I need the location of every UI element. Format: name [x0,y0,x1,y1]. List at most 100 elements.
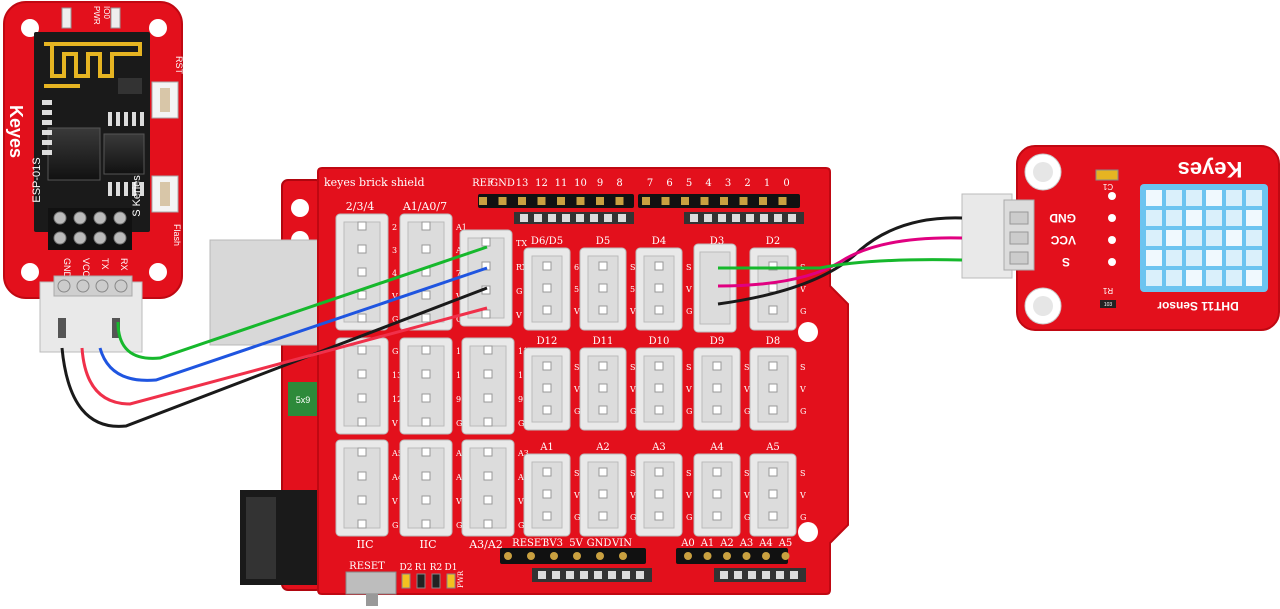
row3-label-0: A1 [539,442,554,453]
dht11-module: Keyes DHT11 Sensor C1 R1 103 GND VCC S [961,145,1280,331]
row2-label-1: D11 [593,336,614,347]
dht-grid-cell [1206,250,1222,266]
pin-hole [704,214,712,222]
pin-hole [720,197,728,205]
smd-part [108,112,112,126]
pin-hole [723,552,731,560]
conn-r2-c3-pin-2: G [744,513,750,522]
wire-black-gnd [60,286,488,428]
esp-header-pin [113,231,127,245]
bottom-left-label-3: GND [587,538,612,549]
pin-hole [734,571,742,579]
conn-r1-c0-pin-0: S [574,363,579,372]
dht-grid-cell [1146,190,1162,206]
conn-r0-c2-pin-1: V [685,285,692,294]
pin-hole [557,197,565,205]
top-right-label-6: 1 [764,178,770,189]
esp-pin-label-gnd: GND [62,258,72,279]
conn-r2-c2-pin-1: V [685,491,692,500]
shield-title: keyes brick shield [324,176,425,189]
conn-r1-c4: SVG [749,347,806,431]
pin-hole [619,552,627,560]
pin-hole [576,214,584,222]
conn-13-12-pin-0: G [392,347,398,356]
conn-a1a07-pin-0: A1 [455,223,467,232]
dht-grid-cell [1166,230,1182,246]
conn-a1a07-pin-2: 7 [456,269,461,278]
pin-hole [520,214,528,222]
dht-grid-cell [1186,250,1202,266]
smd-part [140,112,144,126]
top-right-label-5: 2 [744,178,750,189]
dht-c1: C1 [1102,182,1113,191]
conn-13-12-pin-2: 12 [392,395,402,404]
pin-hole [534,214,542,222]
wire-dht-magenta [717,236,963,288]
dht-grid-cell [1246,230,1262,246]
bottom-right-label-0: A0 [680,538,695,549]
conn-r1-c2-pin-1: V [685,385,692,394]
small-connectors: 65VS5VSVGSVGSVGSVGSVGSVGSVGSVGSVGSVGSVGS… [523,243,806,537]
conn-r1-c4-pin-2: G [800,407,806,416]
top-right-label-0: 7 [647,178,653,189]
reset-label: RESET [349,561,385,572]
esp-series: S Keries [131,175,143,217]
pin-hole [504,552,512,560]
pin-hole [562,214,570,222]
esp-conn-pin [76,279,90,293]
pin-hole [573,552,581,560]
esp-header-pin [73,231,87,245]
conn-r1-c3-pin-1: V [743,385,750,394]
col-title-234: 2/3/4 [346,200,374,213]
conn-iic-2-pin-3: G [456,521,462,530]
pin-hole [590,214,598,222]
smd-part [42,130,52,135]
conn-r2-c3: SVG [693,453,750,537]
row1-label-0: D6/D5 [531,236,563,247]
esp-conn-pin [95,279,109,293]
pin-hole [788,214,796,222]
conn-r2-c0-pin-1: V [573,491,580,500]
pin-hole [636,571,644,579]
dht-grid-cell [1246,210,1262,226]
pin-hole [690,214,698,222]
smd-part [42,150,52,155]
dht-grid-cell [1226,190,1242,206]
conn-uart-pin-1: RX [516,263,528,272]
conn-r0-c0-pin-0: 6 [574,263,579,272]
dht-grid-cell [1146,270,1162,286]
conn-r0-c1-pin-1: 5 [630,285,635,294]
conn-234-pin-1: 3 [392,246,397,255]
wire-green-rx-tx [116,245,488,360]
reset-button[interactable] [345,571,397,595]
conn-11-10-pin-0: 11 [456,347,466,356]
dht-grid-cell [1226,250,1242,266]
pin-hole [550,552,558,560]
dht-grid-cell [1166,250,1182,266]
dht-grid-cell [1166,190,1182,206]
conn-a3a2-pin-3: G [518,521,524,530]
conn-r0-c2: SVG [635,247,692,331]
top-left-label-3: 12 [535,178,548,189]
pin-hole [774,214,782,222]
pin-hole [642,197,650,205]
pin-hole [742,552,751,560]
smd-part [140,182,144,196]
conn-r2-c0-pin-2: G [574,513,580,522]
conn-r2-c2: SVG [635,453,692,537]
bottom-left-label-1: 3V3 [543,538,563,549]
bottom-title-a3a2: A3/A2 [468,538,503,551]
row2-label-0: D12 [537,336,558,347]
led-label-3: D1 [445,563,458,573]
dht-grid-cell [1146,210,1162,226]
bottom-left-label-0: RESET [512,538,548,549]
esp-main-chip [47,127,101,181]
dht-grid-cell [1186,210,1202,226]
top-left-label-5: 10 [574,178,587,189]
dht-grid-cell [1186,270,1202,286]
pin-hole [604,214,612,222]
conn-r1-c1-pin-1: V [629,385,636,394]
conn-11-9-pin-2: 9 [518,395,523,404]
pin-hole [594,571,602,579]
